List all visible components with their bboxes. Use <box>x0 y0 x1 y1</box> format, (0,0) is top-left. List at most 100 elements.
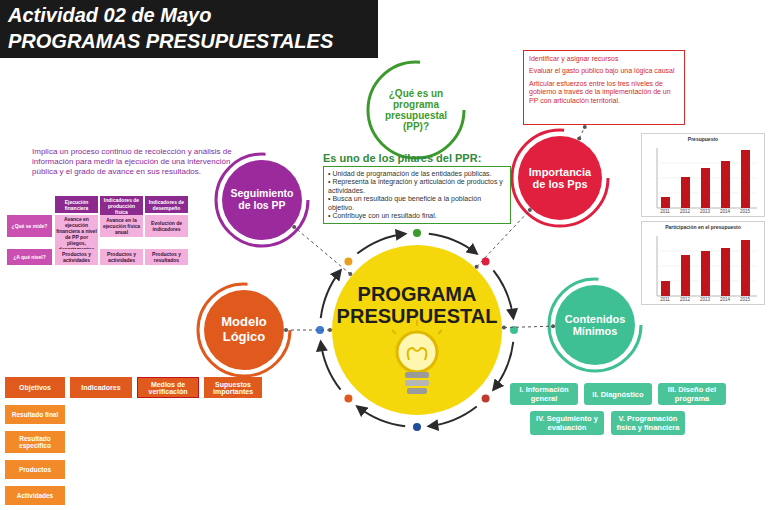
text-block: Indicadores <box>72 384 130 391</box>
concept-circle: Seguimiento de los PP <box>222 160 302 240</box>
text-block: Indicadores de desempeño <box>146 199 187 211</box>
cycle-arrow <box>357 234 405 254</box>
content-box: IV. Seguimiento y evaluación <box>530 411 604 435</box>
label-text: PROGRAMAS PRESUPUESTALES <box>8 30 378 53</box>
text-block: Objetivos <box>7 384 63 391</box>
table-cell: Avance en ejecución financiera a nivel d… <box>55 215 98 253</box>
content-box: II. Diagnóstico <box>584 383 652 405</box>
text-block: Avance en ejecución financiera a nivel d… <box>56 216 97 252</box>
row-header: Actividades <box>5 486 65 505</box>
text-block: Ejecución financiera <box>56 199 97 211</box>
label-text: 2015 <box>737 297 753 302</box>
concept-circle: Modelo Lógico <box>204 290 284 370</box>
cycle-dot <box>413 229 421 237</box>
table-header: Indicadores <box>70 377 132 398</box>
text-block: Identificar y asignar recursos <box>529 55 679 63</box>
label-text: 2011 <box>657 297 673 302</box>
cycle-arrow <box>321 342 341 390</box>
circle-rings <box>198 62 641 376</box>
table-header: Ejecución financiera <box>55 196 98 213</box>
label-text: 2012 <box>677 209 693 214</box>
connector-dot <box>502 326 506 330</box>
bordered-list: • Unidad de programación de las entidade… <box>323 166 511 224</box>
label-text: 2013 <box>697 209 713 214</box>
content-box: III. Diseño del programa <box>658 383 726 405</box>
table-header: Medios de verificación <box>137 377 199 398</box>
connector-dot <box>583 125 587 129</box>
row-header: Resultado final <box>5 405 65 424</box>
text-block: V. Programación física y financiera <box>613 414 683 432</box>
text-block: Participación en el presupuesto <box>642 224 764 230</box>
concept-circle: Importancia de los Pps <box>518 136 602 220</box>
definition-box: Es uno de los pilares del PPR:• Unidad d… <box>323 152 511 224</box>
row-header: Resultado específico <box>5 431 65 453</box>
chart-panel: Presupuesto <box>641 133 765 217</box>
row-header: ¿Qué se mide? <box>7 215 52 237</box>
dashed-connector <box>504 326 553 327</box>
cycle-arrows <box>316 229 518 431</box>
dashed-connector <box>286 330 330 331</box>
concept-circle: ¿Qué es un programa presupuestal (PP)? <box>374 68 458 152</box>
table-cell: Evolución de indicadores <box>145 215 188 237</box>
text-block: • Busca un resultado que beneficie a la … <box>328 195 506 212</box>
text-block: Evolución de indicadores <box>146 220 187 232</box>
text-block: Presupuesto <box>642 136 764 142</box>
row-header: Productos <box>5 460 65 479</box>
cycle-arrow <box>357 406 405 426</box>
text-block: II. Diagnóstico <box>586 390 650 399</box>
text-block: Avance en la ejecución física anual <box>101 217 142 235</box>
concept-circle: Contenidos Mínimos <box>555 285 635 365</box>
cycle-dot <box>344 257 352 265</box>
content-box: I. Información general <box>510 383 578 405</box>
table-cell: Productos y actividades <box>100 249 143 265</box>
table-header: Indicadores de producción física <box>100 196 143 216</box>
dashed-connector <box>294 227 350 274</box>
label-text: 2012 <box>677 297 693 302</box>
connector-dot <box>348 272 352 276</box>
text-block: Resultado final <box>7 411 63 418</box>
table-header: Supuestos importantes <box>204 377 262 398</box>
lightbulb <box>392 320 442 394</box>
label-text: 2015 <box>737 209 753 214</box>
cycle-dot <box>482 395 490 403</box>
text-block: Importancia de los Pps <box>522 166 598 191</box>
text-block: Medios de verificación <box>140 381 196 395</box>
text-block: Actividades <box>7 492 63 499</box>
label-text: 2013 <box>697 297 713 302</box>
connector-dot <box>475 265 479 269</box>
connector-dot <box>292 225 296 229</box>
cycle-dot <box>344 395 352 403</box>
text-block: • Contribuye con un resultado final. <box>328 212 506 220</box>
cycle-dot <box>413 423 421 431</box>
text-block: Productos y actividades <box>101 251 142 263</box>
text-block: Contenidos Mínimos <box>559 313 631 338</box>
table-header: Objetivos <box>5 377 65 398</box>
table-header: Indicadores de desempeño <box>145 196 188 213</box>
text-block: Supuestos importantes <box>206 381 260 395</box>
text-block: Productos y resultados <box>146 251 187 263</box>
label-text: 2014 <box>717 297 733 302</box>
text-block: • Representa la integración y articulaci… <box>328 178 506 195</box>
connector-dot <box>284 328 288 332</box>
text-block: Modelo Lógico <box>208 315 280 344</box>
row-header: ¿A qué nivel? <box>7 249 52 265</box>
text-block: Evaluar el gasto público bajo una lógica… <box>529 67 679 75</box>
center-disc <box>332 245 502 415</box>
text-block: Indicadores de producción física <box>101 197 142 215</box>
text-block: Resultado específico <box>7 435 63 449</box>
text-block: III. Diseño del programa <box>660 385 724 403</box>
bar-chart-bars <box>657 148 757 296</box>
label-text: 2014 <box>717 209 733 214</box>
text-block: PROGRAMA PRESUPUESTAL <box>336 283 498 328</box>
text-block: ¿Qué se mide? <box>8 223 51 229</box>
text-block: ¿A qué nivel? <box>8 254 51 260</box>
text-block: Seguimiento de los PP <box>226 188 298 212</box>
table-cell: Productos y actividades <box>55 249 98 265</box>
cycle-dot <box>482 257 490 265</box>
cycle-arrow <box>429 406 477 426</box>
label-text: 2011 <box>657 209 673 214</box>
content-box: V. Programación física y financiera <box>611 411 685 435</box>
text-block: IV. Seguimiento y evaluación <box>532 414 602 432</box>
text-block: • Unidad de programación de las entidade… <box>328 170 506 178</box>
